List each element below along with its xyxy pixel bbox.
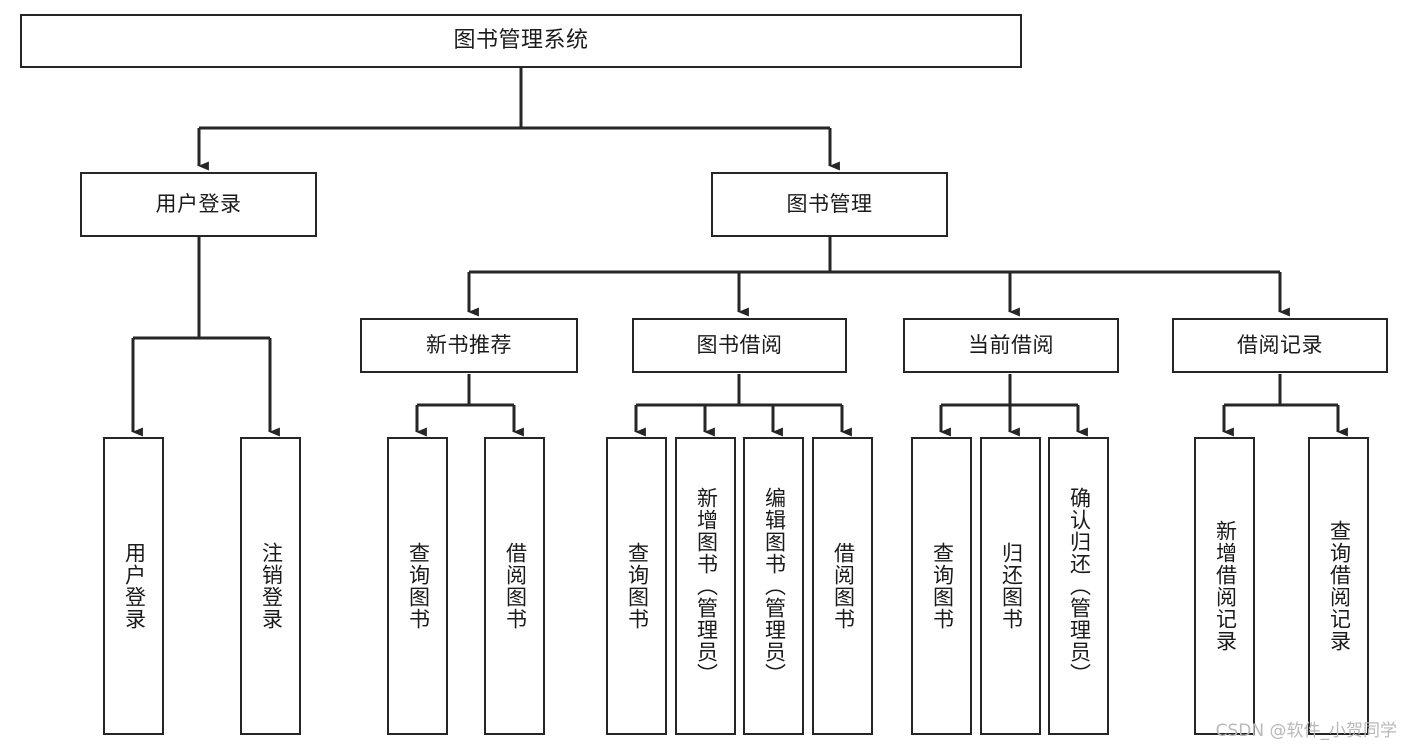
node-leaf-confirm-return-admin-label: 确认归还（管理员） — [1067, 487, 1092, 685]
node-root[interactable]: 图书管理系统 — [20, 14, 1022, 68]
node-book-management[interactable]: 图书管理 — [711, 172, 948, 237]
node-leaf-query-book-1-label: 查询图书 — [406, 542, 431, 630]
node-leaf-borrow-book-1-label: 借阅图书 — [503, 542, 528, 630]
node-leaf-add-borrow-record[interactable]: 新增借阅记录 — [1194, 437, 1255, 735]
node-leaf-query-book-2[interactable]: 查询图书 — [606, 437, 667, 735]
node-new-book-recommend-label: 新书推荐 — [426, 333, 512, 358]
node-user-login-label: 用户登录 — [155, 192, 242, 217]
node-book-borrow[interactable]: 图书借阅 — [632, 318, 847, 373]
node-root-label: 图书管理系统 — [453, 28, 589, 54]
node-leaf-user-login-label: 用户登录 — [122, 542, 147, 630]
node-book-borrow-label: 图书借阅 — [696, 333, 783, 358]
node-leaf-borrow-book-2[interactable]: 借阅图书 — [812, 437, 873, 735]
node-new-book-recommend[interactable]: 新书推荐 — [360, 318, 578, 373]
node-leaf-user-logout-label: 注销登录 — [259, 542, 284, 630]
node-leaf-return-book[interactable]: 归还图书 — [980, 437, 1041, 735]
node-leaf-query-book-3[interactable]: 查询图书 — [911, 437, 972, 735]
node-borrow-record[interactable]: 借阅记录 — [1172, 318, 1388, 373]
node-current-borrow-label: 当前借阅 — [968, 333, 1054, 358]
node-leaf-add-borrow-record-label: 新增借阅记录 — [1213, 520, 1238, 652]
node-borrow-record-label: 借阅记录 — [1237, 333, 1323, 358]
node-leaf-user-logout[interactable]: 注销登录 — [240, 437, 301, 735]
node-leaf-query-book-2-label: 查询图书 — [625, 542, 650, 630]
node-leaf-query-borrow-record-label: 查询借阅记录 — [1327, 520, 1352, 652]
node-current-borrow[interactable]: 当前借阅 — [903, 318, 1119, 373]
node-leaf-return-book-label: 归还图书 — [999, 542, 1024, 630]
node-user-login[interactable]: 用户登录 — [80, 172, 317, 237]
node-leaf-edit-book-admin-label: 编辑图书（管理员） — [762, 487, 787, 685]
node-leaf-edit-book-admin[interactable]: 编辑图书（管理员） — [743, 437, 804, 735]
node-leaf-borrow-book-2-label: 借阅图书 — [831, 542, 856, 630]
node-leaf-user-login[interactable]: 用户登录 — [103, 437, 164, 735]
node-leaf-confirm-return-admin[interactable]: 确认归还（管理员） — [1048, 437, 1109, 735]
node-leaf-query-book-1[interactable]: 查询图书 — [387, 437, 448, 735]
node-leaf-query-book-3-label: 查询图书 — [930, 542, 955, 630]
node-book-management-label: 图书管理 — [786, 192, 873, 217]
node-leaf-add-book-admin-label: 新增图书（管理员） — [694, 487, 719, 685]
node-leaf-add-book-admin[interactable]: 新增图书（管理员） — [675, 437, 736, 735]
node-leaf-borrow-book-1[interactable]: 借阅图书 — [484, 437, 545, 735]
node-leaf-query-borrow-record[interactable]: 查询借阅记录 — [1308, 437, 1369, 735]
